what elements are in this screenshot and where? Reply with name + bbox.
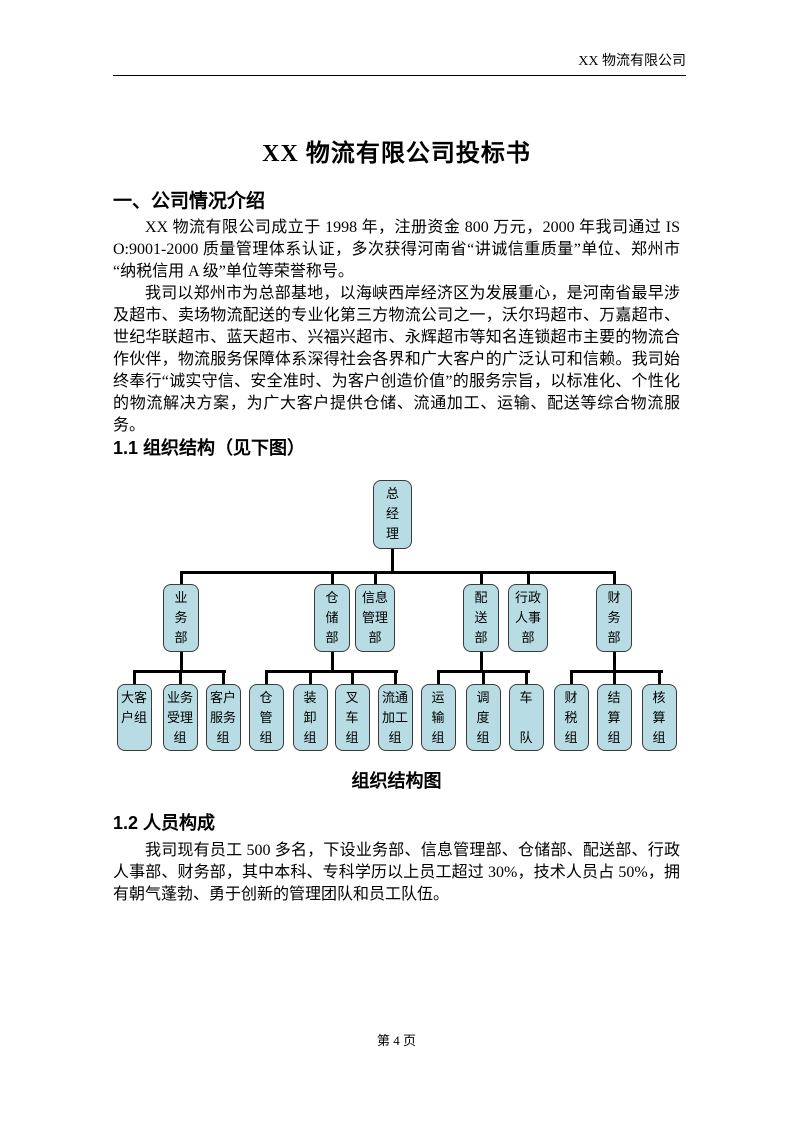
org-node-loading-unloading-group: 装 卸 组 [292, 684, 328, 751]
paragraph-company-business: 我司以郑州市为总部基地，以海峡西岸经济区为发展重心，是河南省最早涉及超市、卖场物… [113, 285, 680, 434]
connector-drop [393, 670, 397, 684]
connector-drop [132, 670, 136, 684]
document-title: XX 物流有限公司投标书 [262, 141, 531, 167]
org-chart: 总 经 理 业 务 部 仓 储 部 信息 管理 部 配 送 部 行政 人事 部 … [110, 470, 685, 758]
org-node-order-acceptance-group: 业务 受理 组 [162, 684, 198, 751]
connector-drop [373, 571, 377, 584]
connector-drop [179, 571, 183, 584]
connector-drop [524, 670, 528, 684]
org-node-accounting-group: 核 算 组 [641, 684, 677, 751]
org-node-finance-dept: 财 务 部 [596, 584, 632, 652]
org-node-forklift-group: 叉 车 组 [334, 684, 370, 751]
org-node-warehouse-dept: 仓 储 部 [314, 584, 350, 652]
connector-vertical [612, 652, 616, 673]
connector-drop [436, 670, 440, 684]
subsection-heading-org-structure: 1.1 组织结构（见下图） [113, 438, 306, 458]
org-node-key-accounts-group: 大客 户组 [116, 684, 152, 751]
page-number: 第 4 页 [376, 1033, 416, 1048]
org-node-settlement-group: 结 算 组 [596, 684, 632, 751]
paragraph-company-history: XX 物流有限公司成立于 1998 年，注册资金 800 万元，2000 年我司… [113, 219, 680, 280]
connector-horizontal [179, 571, 616, 574]
connector-drop [612, 571, 616, 584]
org-node-circulation-processing-group: 流通 加工 组 [377, 684, 413, 751]
connector-vertical [479, 652, 483, 673]
connector-drop [264, 670, 268, 684]
connector-drop [479, 571, 483, 584]
connector-drop [330, 571, 334, 584]
header-company-name: XX 物流有限公司 [578, 54, 686, 69]
connector-vertical [330, 652, 334, 673]
org-node-tax-group: 财 税 组 [553, 684, 589, 751]
connector-drop [350, 670, 354, 684]
subsection-heading-personnel: 1.2 人员构成 [113, 813, 216, 833]
page-header: XX 物流有限公司 [113, 52, 686, 76]
connector-drop [481, 670, 485, 684]
chart-caption: 组织结构图 [351, 771, 442, 791]
org-node-delivery-dept: 配 送 部 [463, 584, 499, 652]
connector-drop [526, 571, 530, 584]
org-node-customer-service-group: 客户 服务 组 [205, 684, 241, 751]
org-node-general-manager: 总 经 理 [373, 480, 412, 549]
section-heading-company-intro: 一、公司情况介绍 [113, 191, 266, 212]
connector-horizontal [264, 670, 398, 673]
connector-drop [308, 670, 312, 684]
connector-drop [569, 670, 573, 684]
org-node-fleet: 车 队 [508, 684, 544, 751]
connector-drop [657, 670, 661, 684]
org-node-info-mgmt-dept: 信息 管理 部 [355, 584, 395, 652]
org-node-admin-hr-dept: 行政 人事 部 [508, 584, 548, 652]
connector-vertical [390, 549, 394, 574]
connector-drop [221, 670, 225, 684]
org-node-transport-group: 运 输 组 [420, 684, 456, 751]
connector-drop [612, 670, 616, 684]
paragraph-personnel: 我司现有员工 500 多名，下设业务部、信息管理部、仓储部、配送部、行政人事部、… [113, 842, 680, 903]
connector-vertical [179, 652, 183, 673]
connector-drop [178, 670, 182, 684]
org-node-business-dept: 业 务 部 [163, 584, 199, 652]
org-node-dispatch-group: 调 度 组 [465, 684, 501, 751]
org-node-warehouse-keeping-group: 仓 管 组 [248, 684, 284, 751]
connector-horizontal [569, 670, 663, 673]
